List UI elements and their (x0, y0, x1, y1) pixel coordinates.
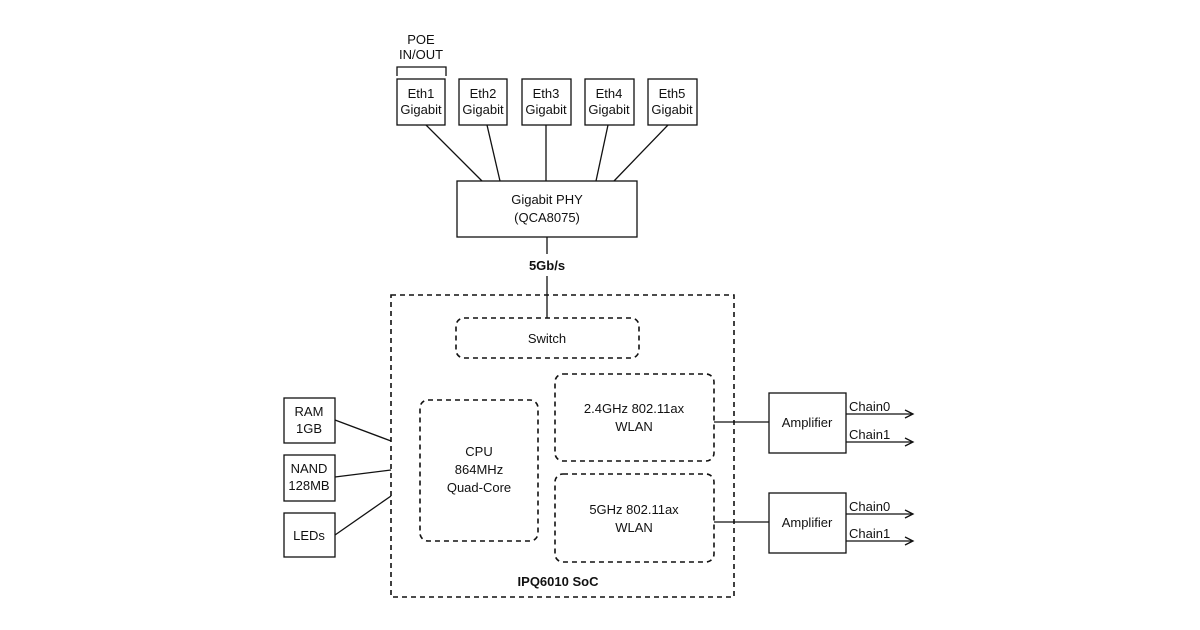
amplifier-box (768, 492, 847, 554)
leds-block: LEDs (283, 512, 336, 558)
chain1-label: Chain1 (849, 526, 890, 541)
connector-eth5 (613, 124, 669, 182)
cpu-label: CPU (465, 444, 492, 459)
port-eth4: Eth4 Gigabit (584, 78, 635, 126)
port-eth3: Eth3 Gigabit (521, 78, 572, 126)
switch-box (455, 317, 640, 359)
port-label: Eth2 (470, 86, 497, 101)
port-label: Eth3 (533, 86, 560, 101)
amplifier-box (768, 392, 847, 454)
port-eth5: Eth5 Gigabit (647, 78, 698, 126)
port-speed: Gigabit (651, 102, 693, 117)
wlan-5ghz-box (554, 473, 715, 563)
nand-box (283, 454, 336, 502)
poe-label-line1: POE (407, 32, 435, 47)
port-box (584, 78, 635, 126)
poe-bracket (396, 66, 447, 76)
connector-nand (334, 469, 392, 478)
nand-block: NAND 128MB (283, 454, 336, 502)
port-label: Eth4 (596, 86, 623, 101)
ram-label: RAM (295, 404, 324, 419)
connector-leds (334, 495, 392, 536)
phy-title: Gigabit PHY (511, 192, 583, 207)
amplifier-label: Amplifier (782, 515, 833, 530)
chain0-label: Chain0 (849, 499, 890, 514)
port-eth2: Eth2 Gigabit (458, 78, 508, 126)
port-box (458, 78, 508, 126)
chain1-arrow-icon (904, 437, 915, 447)
phy-box (456, 180, 638, 238)
port-label: Eth5 (659, 86, 686, 101)
switch-block: Switch (455, 317, 640, 359)
wlan-24ghz-block: 2.4GHz 802.11ax WLAN (554, 373, 715, 462)
port-eth1: Eth1 Gigabit (396, 78, 446, 126)
leds-label: LEDs (293, 528, 325, 543)
port-speed: Gigabit (525, 102, 567, 117)
cpu-block: CPU 864MHz Quad-Core (419, 399, 539, 542)
wlan-24ghz-label: WLAN (615, 419, 653, 434)
ram-block: RAM 1GB (283, 397, 336, 444)
amplifier-label: Amplifier (782, 415, 833, 430)
soc-name: IPQ6010 SoC (518, 574, 600, 589)
chain0-arrow-icon (904, 509, 915, 519)
port-speed: Gigabit (462, 102, 504, 117)
port-connectors (425, 124, 669, 182)
amplifier-24ghz: Amplifier Chain0 Chain1 (768, 392, 915, 454)
wlan-5ghz-block: 5GHz 802.11ax WLAN (554, 473, 715, 563)
nand-label: NAND (291, 461, 328, 476)
amplifier-5ghz: Amplifier Chain0 Chain1 (768, 492, 915, 554)
wlan-5ghz-standard: 5GHz 802.11ax (589, 502, 679, 517)
link-speed-label: 5Gb/s (529, 258, 565, 273)
port-label: Eth1 (408, 86, 435, 101)
wlan-24ghz-box (554, 373, 715, 462)
poe-label-line2: IN/OUT (399, 47, 443, 62)
chain1-label: Chain1 (849, 427, 890, 442)
port-speed: Gigabit (400, 102, 442, 117)
soc-boundary (390, 294, 735, 598)
port-speed: Gigabit (588, 102, 630, 117)
connector-eth4 (595, 124, 609, 182)
wlan-24ghz-standard: 2.4GHz 802.11ax (584, 401, 685, 416)
wlan-5ghz-label: WLAN (615, 520, 653, 535)
gigabit-phy: Gigabit PHY (QCA8075) (456, 180, 638, 238)
chain0-arrow-icon (904, 409, 915, 419)
cpu-frequency: 864MHz (455, 462, 503, 477)
switch-label: Switch (528, 331, 566, 346)
memory-connectors (334, 419, 392, 536)
poe-annotation: POE IN/OUT (396, 32, 447, 76)
chain1-arrow-icon (904, 536, 915, 546)
cpu-cores: Quad-Core (447, 480, 511, 495)
port-box (647, 78, 698, 126)
ram-size: 1GB (296, 421, 322, 436)
port-box (396, 78, 446, 126)
connector-eth2 (486, 124, 501, 182)
nand-size: 128MB (288, 478, 329, 493)
connector-ram (334, 419, 392, 442)
chain0-label: Chain0 (849, 399, 890, 414)
phy-model: (QCA8075) (514, 210, 580, 225)
connector-eth1 (425, 124, 483, 182)
